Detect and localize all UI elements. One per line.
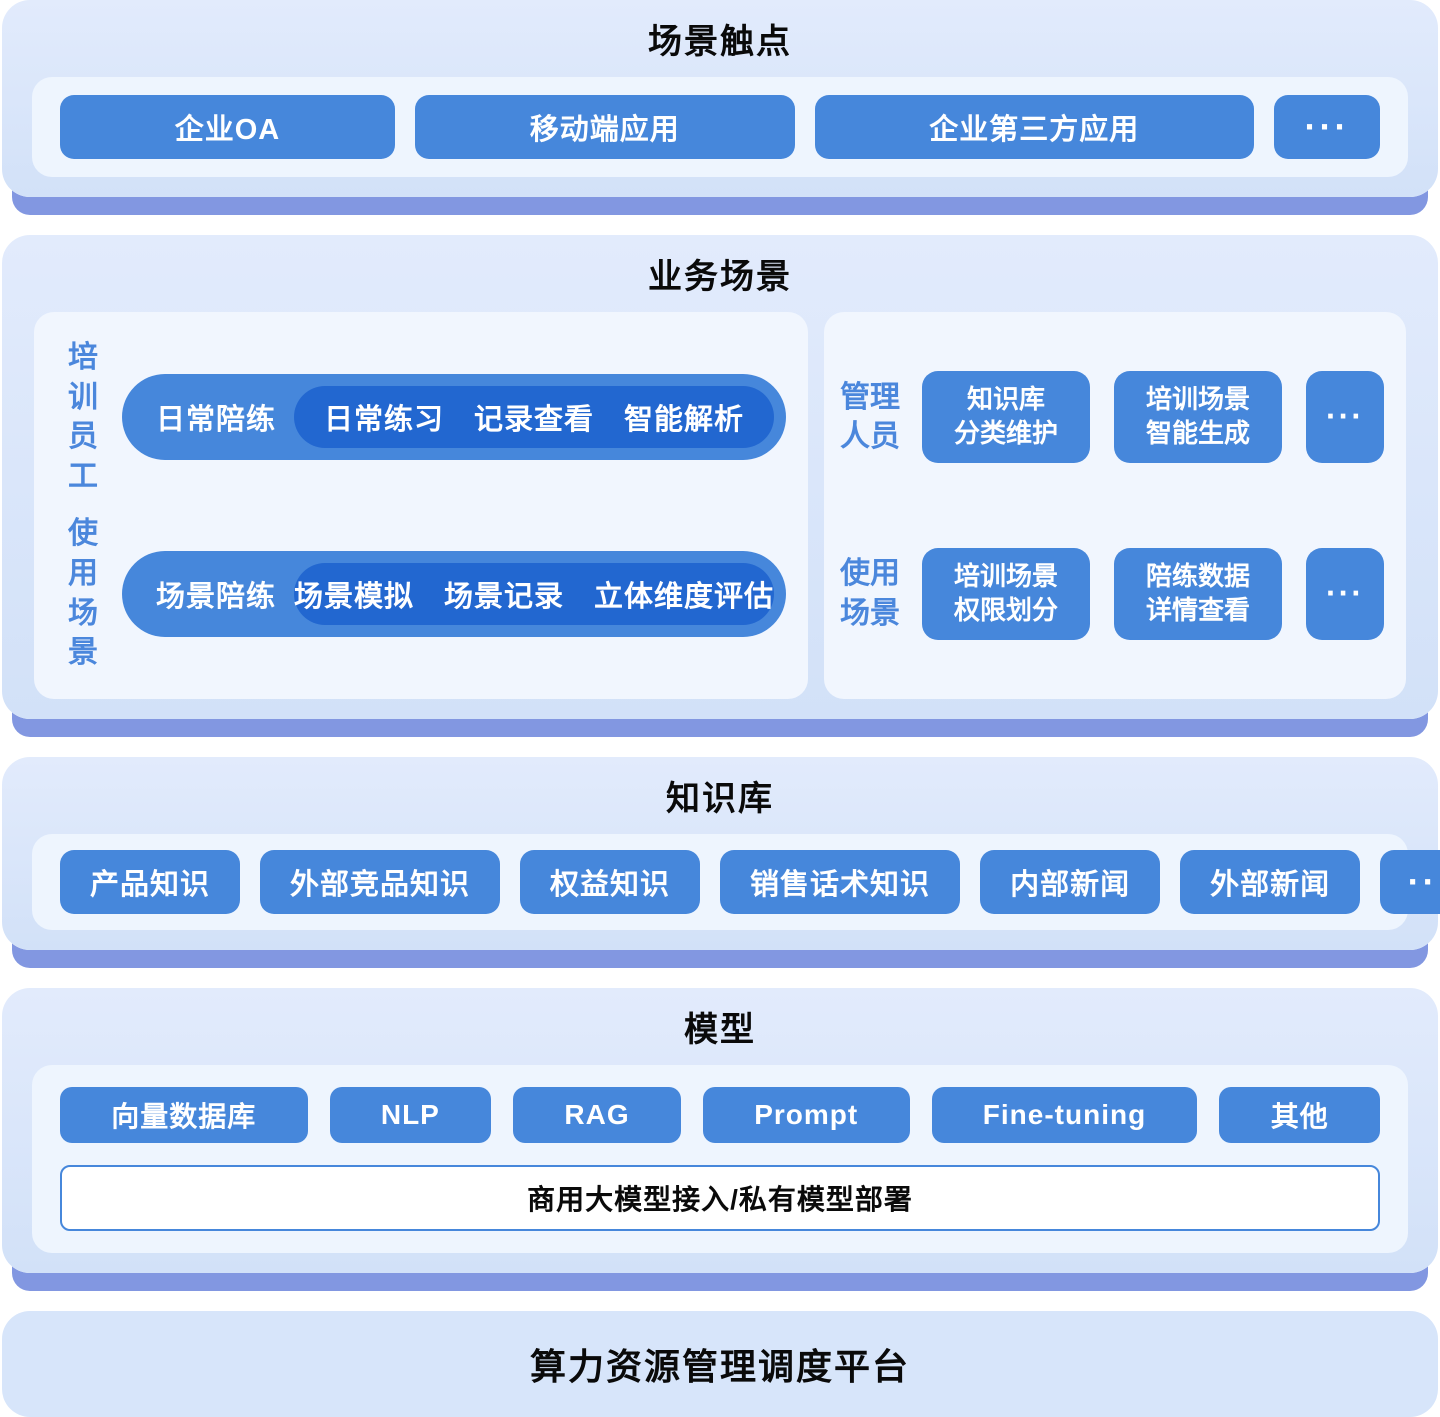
daily-sparring-detail-pill[interactable]: 日常练习 记录查看 智能解析 — [294, 386, 775, 449]
sparring-data-detail-button[interactable]: 陪练数据 详情查看 — [1114, 547, 1282, 640]
sales-script-knowledge-button[interactable]: 销售话术知识 — [720, 849, 961, 914]
fine-tuning-button[interactable]: Fine-tuning — [931, 1086, 1198, 1143]
section-business-scenarios: 业务场景 培训 员工 日常陪练 日常练习 记录查看 智能解析 使用 场景 场景陪… — [2, 235, 1438, 719]
product-knowledge-button[interactable]: 产品知识 — [60, 849, 241, 914]
daily-sparring-row: 日常陪练 日常练习 记录查看 智能解析 — [122, 374, 787, 461]
vector-database-button[interactable]: 向量数据库 — [60, 1086, 308, 1143]
touchpoint-mobile-app-button[interactable]: 移动端应用 — [415, 95, 795, 159]
model-buttons-row: 向量数据库 NLP RAG Prompt Fine-tuning 其他 — [60, 1086, 1381, 1143]
training-staff-label-top: 培训 员工 — [68, 341, 98, 493]
manager-panel: 管理 人员 知识库 分类维护 培训场景 智能生成 ··· 使用 场景 培训场景 … — [824, 312, 1406, 699]
manager-row1-more-button[interactable]: ··· — [1306, 371, 1384, 464]
manager-row-2: 培训场景 权限划分 陪练数据 详情查看 ··· — [922, 547, 1384, 640]
section-touchpoints: 场景触点 企业OA 移动端应用 企业第三方应用 ··· — [2, 0, 1438, 197]
competitor-knowledge-button[interactable]: 外部竞品知识 — [260, 849, 501, 914]
rights-knowledge-button[interactable]: 权益知识 — [520, 849, 701, 914]
compute-platform-bar: 算力资源管理调度平台 — [2, 1310, 1438, 1417]
daily-sparring-label: 日常陪练 — [156, 404, 277, 437]
scenario-sparring-detail-pill[interactable]: 场景模拟 场景记录 立体维度评估 — [294, 562, 775, 625]
knowledge-more-button[interactable]: ··· — [1380, 849, 1440, 914]
knowledge-title: 知识库 — [666, 779, 774, 818]
rag-button[interactable]: RAG — [513, 1086, 681, 1143]
manager-label-bottom: 使用 场景 — [840, 556, 901, 630]
section-knowledge-base: 知识库 产品知识 外部竞品知识 权益知识 销售话术知识 内部新闻 外部新闻 ··… — [2, 756, 1440, 950]
scenario-sparring-row: 场景陪练 场景模拟 场景记录 立体维度评估 — [122, 550, 787, 637]
other-model-button[interactable]: 其他 — [1219, 1086, 1381, 1143]
training-staff-label-bottom: 使用 场景 — [68, 517, 98, 670]
touchpoints-more-button[interactable]: ··· — [1274, 95, 1380, 159]
knowledge-panel: 产品知识 外部竞品知识 权益知识 销售话术知识 内部新闻 外部新闻 ··· — [32, 833, 1440, 930]
scenario-sparring-label: 场景陪练 — [156, 580, 277, 613]
manager-label-top: 管理 人员 — [840, 380, 901, 454]
manager-row2-more-button[interactable]: ··· — [1306, 547, 1384, 640]
touchpoint-third-party-app-button[interactable]: 企业第三方应用 — [814, 95, 1254, 159]
business-title: 业务场景 — [648, 258, 792, 296]
compute-platform-title: 算力资源管理调度平台 — [529, 1345, 910, 1387]
external-news-button[interactable]: 外部新闻 — [1180, 849, 1361, 914]
nlp-button[interactable]: NLP — [329, 1086, 492, 1143]
model-title: 模型 — [684, 1010, 756, 1049]
business-panels: 培训 员工 日常陪练 日常练习 记录查看 智能解析 使用 场景 场景陪练 场景模… — [34, 312, 1406, 699]
touchpoint-enterprise-oa-button[interactable]: 企业OA — [60, 95, 395, 159]
touchpoints-panel: 企业OA 移动端应用 企业第三方应用 ··· — [32, 77, 1408, 177]
model-panel: 向量数据库 NLP RAG Prompt Fine-tuning 其他 商用大模… — [32, 1064, 1408, 1253]
training-staff-panel: 培训 员工 日常陪练 日常练习 记录查看 智能解析 使用 场景 场景陪练 场景模… — [34, 312, 809, 699]
prompt-button[interactable]: Prompt — [702, 1086, 910, 1143]
training-scene-generation-button[interactable]: 培训场景 智能生成 — [1114, 371, 1282, 464]
internal-news-button[interactable]: 内部新闻 — [980, 849, 1161, 914]
kb-category-maintenance-button[interactable]: 知识库 分类维护 — [922, 371, 1091, 464]
llm-access-banner[interactable]: 商用大模型接入/私有模型部署 — [60, 1164, 1380, 1231]
section-model: 模型 向量数据库 NLP RAG Prompt Fine-tuning 其他 商… — [2, 987, 1438, 1273]
manager-row-1: 知识库 分类维护 培训场景 智能生成 ··· — [922, 371, 1384, 464]
touchpoints-title: 场景触点 — [648, 23, 792, 61]
scene-permission-button[interactable]: 培训场景 权限划分 — [922, 547, 1091, 640]
